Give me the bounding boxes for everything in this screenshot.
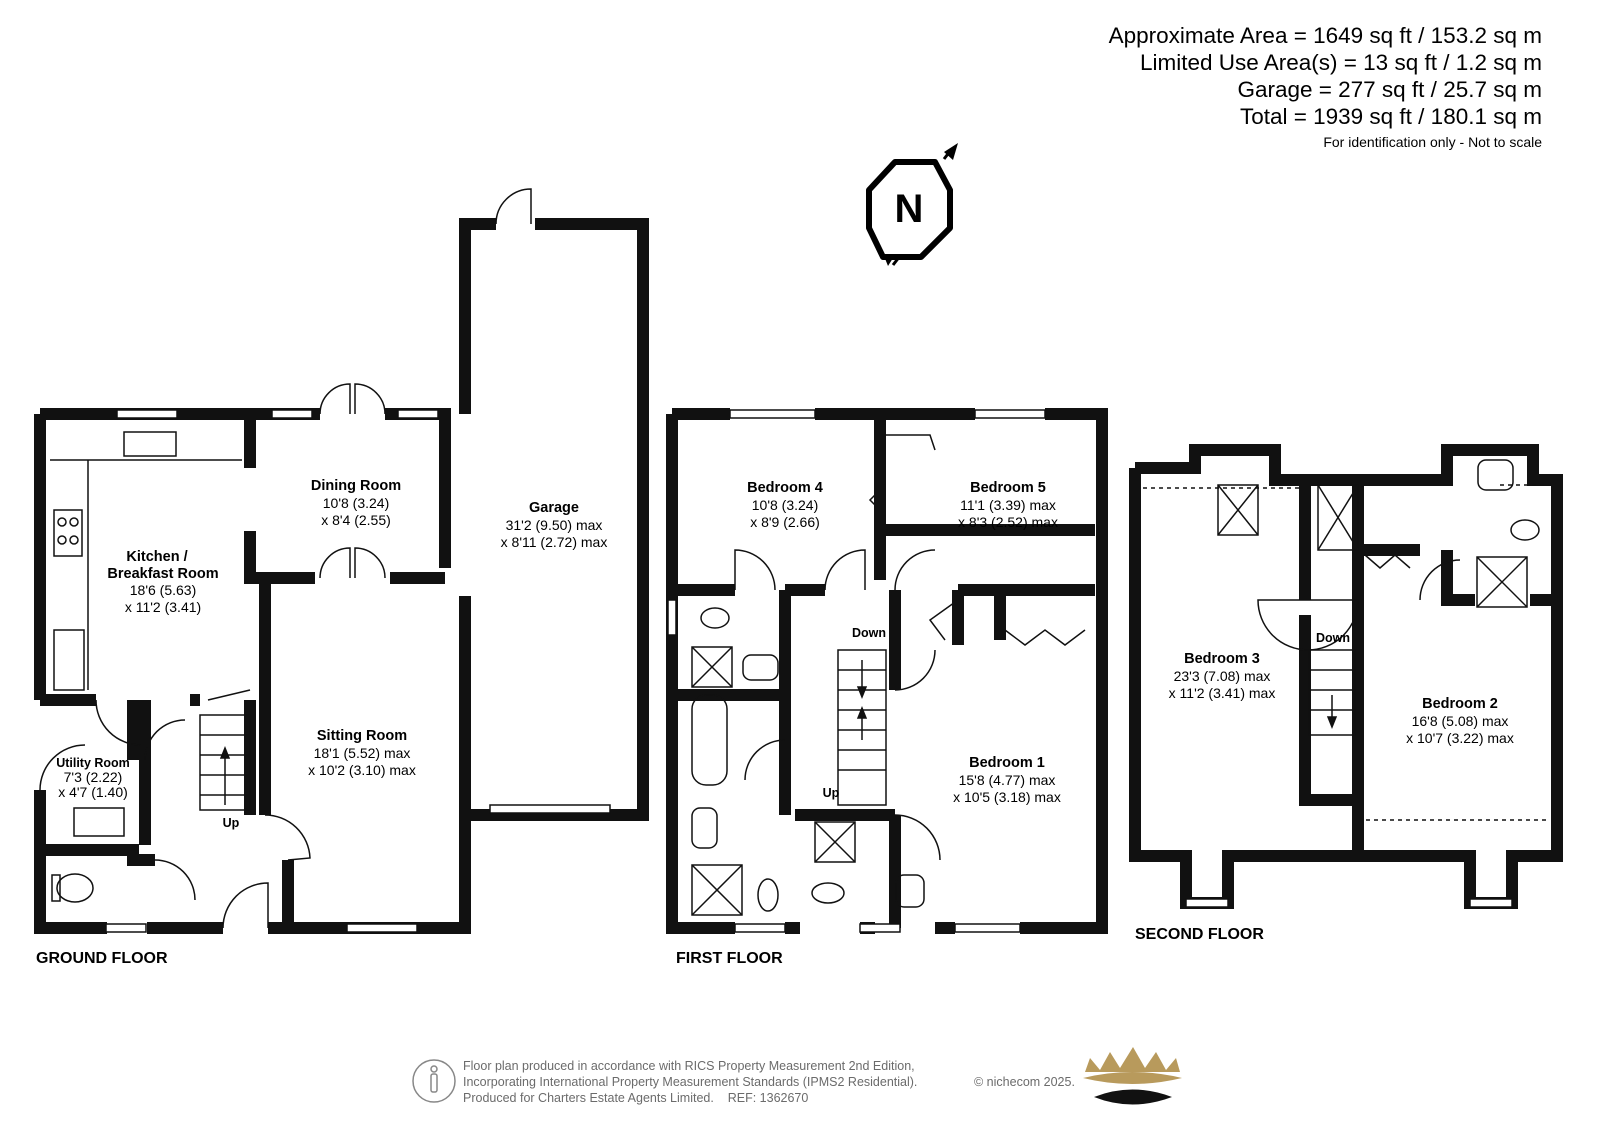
room-dim-sitting-1: 18'1 (5.52) max bbox=[314, 745, 411, 761]
ground-floor-walls bbox=[34, 218, 649, 934]
room-name-kitchen-1: Kitchen / bbox=[126, 549, 187, 565]
room-dim-garage-1: 31'2 (9.50) max bbox=[506, 517, 603, 533]
ground-floor-fixtures bbox=[39, 188, 611, 933]
compass-letter: N bbox=[895, 187, 924, 231]
room-name-bed1: Bedroom 1 bbox=[969, 755, 1045, 771]
room-name-bed5: Bedroom 5 bbox=[970, 480, 1046, 496]
person-scale-icon bbox=[412, 1059, 456, 1103]
second-floor-fixtures bbox=[1143, 459, 1550, 908]
room-name-sitting: Sitting Room bbox=[317, 728, 407, 744]
room-dim-kitchen-2: x 11'2 (3.41) bbox=[125, 599, 201, 615]
scale-disclaimer: For identification only - Not to scale bbox=[1323, 134, 1542, 150]
stairs-up-ground: Up bbox=[223, 816, 240, 830]
first-floor-labels: Bedroom 4 10'8 (3.24) x 8'9 (2.66) Bedro… bbox=[747, 480, 1061, 805]
room-dim-utility-1: 7'3 (2.22) bbox=[64, 769, 123, 785]
first-floor-walls bbox=[666, 408, 1108, 934]
room-name-utility: Utility Room bbox=[56, 756, 130, 770]
room-dim-bed5-2: x 8'3 (2.52) max bbox=[958, 514, 1058, 530]
second-floor-labels: Bedroom 3 23'3 (7.08) max x 11'2 (3.41) … bbox=[1169, 631, 1514, 746]
stairs-down-second: Down bbox=[1316, 631, 1350, 645]
room-dim-bed3-1: 23'3 (7.08) max bbox=[1174, 668, 1271, 684]
room-dim-garage-2: x 8'11 (2.72) max bbox=[501, 534, 608, 550]
room-dim-bed1-1: 15'8 (4.77) max bbox=[959, 772, 1056, 788]
footer-line-1: Floor plan produced in accordance with R… bbox=[463, 1059, 915, 1073]
area-approximate: Approximate Area = 1649 sq ft / 153.2 sq… bbox=[1108, 23, 1542, 48]
floor-label-first: FIRST FLOOR bbox=[676, 950, 783, 967]
room-dim-bed3-2: x 11'2 (3.41) max bbox=[1169, 685, 1276, 701]
crown-logo bbox=[1083, 1047, 1182, 1105]
copyright-text: © nichecom 2025. bbox=[974, 1075, 1075, 1089]
room-dim-kitchen-1: 18'6 (5.63) bbox=[130, 582, 197, 598]
ground-floor-labels: Dining Room 10'8 (3.24) x 8'4 (2.55) Kit… bbox=[56, 478, 607, 830]
area-garage: Garage = 277 sq ft / 25.7 sq m bbox=[1237, 77, 1542, 102]
room-dim-utility-2: x 4'7 (1.40) bbox=[58, 784, 128, 800]
area-limited-use: Limited Use Area(s) = 13 sq ft / 1.2 sq … bbox=[1139, 50, 1542, 75]
room-name-garage: Garage bbox=[529, 500, 579, 516]
stairs-down-first: Down bbox=[852, 626, 886, 640]
area-total: Total = 1939 sq ft / 180.1 sq m bbox=[1239, 104, 1542, 129]
room-dim-sitting-2: x 10'2 (3.10) max bbox=[308, 762, 416, 778]
room-dim-dining-2: x 8'4 (2.55) bbox=[321, 512, 391, 528]
room-dim-bed4-2: x 8'9 (2.66) bbox=[750, 514, 820, 530]
room-dim-bed1-2: x 10'5 (3.18) max bbox=[953, 789, 1061, 805]
north-compass-icon: N bbox=[866, 143, 958, 266]
room-name-bed2: Bedroom 2 bbox=[1422, 696, 1498, 712]
room-dim-bed5-1: 11'1 (3.39) max bbox=[960, 497, 1056, 513]
room-name-bed3: Bedroom 3 bbox=[1184, 651, 1260, 667]
footer-line-2: Incorporating International Property Mea… bbox=[463, 1075, 918, 1089]
rics-footnote: Floor plan produced in accordance with R… bbox=[463, 1058, 917, 1106]
room-dim-dining-1: 10'8 (3.24) bbox=[323, 495, 390, 511]
footer-line-3: Produced for Charters Estate Agents Limi… bbox=[463, 1091, 809, 1105]
room-dim-bed2-1: 16'8 (5.08) max bbox=[1412, 713, 1509, 729]
floor-label-ground: GROUND FLOOR bbox=[36, 950, 168, 967]
stairs-up-first: Up bbox=[823, 786, 840, 800]
room-dim-bed4-1: 10'8 (3.24) bbox=[752, 497, 819, 513]
first-floor-fixtures bbox=[667, 409, 1086, 933]
room-name-bed4: Bedroom 4 bbox=[747, 480, 823, 496]
floor-label-second: SECOND FLOOR bbox=[1135, 926, 1264, 943]
room-dim-bed2-2: x 10'7 (3.22) max bbox=[1406, 730, 1514, 746]
area-summary: Approximate Area = 1649 sq ft / 153.2 sq… bbox=[1109, 22, 1542, 152]
room-name-kitchen-2: Breakfast Room bbox=[107, 566, 218, 582]
room-name-dining: Dining Room bbox=[311, 478, 401, 494]
